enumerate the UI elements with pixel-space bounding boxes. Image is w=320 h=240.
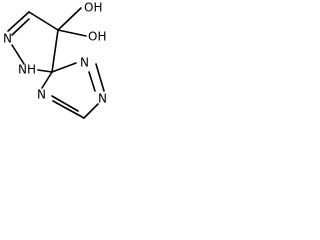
bond-ntr-right-c xyxy=(83,103,99,119)
atom-n-tr-right: N xyxy=(98,92,107,106)
atom-oh1: OH xyxy=(84,1,102,15)
bond-n1-c1-double xyxy=(11,18,30,36)
bond-c-nleft xyxy=(52,100,85,119)
bond-ntr-top-ntr-right xyxy=(95,63,105,92)
bond-spiro-nh xyxy=(37,69,53,73)
atom-n-tr-top: N xyxy=(80,56,89,70)
bond-n1-c1 xyxy=(7,11,30,32)
bond-spiro-ntr-top xyxy=(51,62,77,73)
bond-c2-spiro xyxy=(51,29,59,73)
bond-c2-oh2 xyxy=(57,29,87,37)
atom-nh: NH xyxy=(18,63,36,77)
structure-diagram: OH OH N NH N N N xyxy=(3,1,107,119)
molecule-canvas: OH OH N NH N N N xyxy=(0,0,128,148)
atom-labels: OH OH N NH N N N xyxy=(3,1,107,106)
bond-nh-n1 xyxy=(11,44,25,65)
atom-n1: N xyxy=(3,32,12,46)
bond-c-nleft-double xyxy=(51,95,79,112)
atom-n-left: N xyxy=(37,88,46,102)
atom-oh2: OH xyxy=(88,30,106,44)
bonds xyxy=(7,7,105,119)
bond-c2-oh1 xyxy=(57,7,82,31)
bond-nleft-spiro xyxy=(41,71,53,89)
bond-c1-c2 xyxy=(28,11,59,31)
bond-ntr-top-ntr-right-double xyxy=(88,71,96,92)
